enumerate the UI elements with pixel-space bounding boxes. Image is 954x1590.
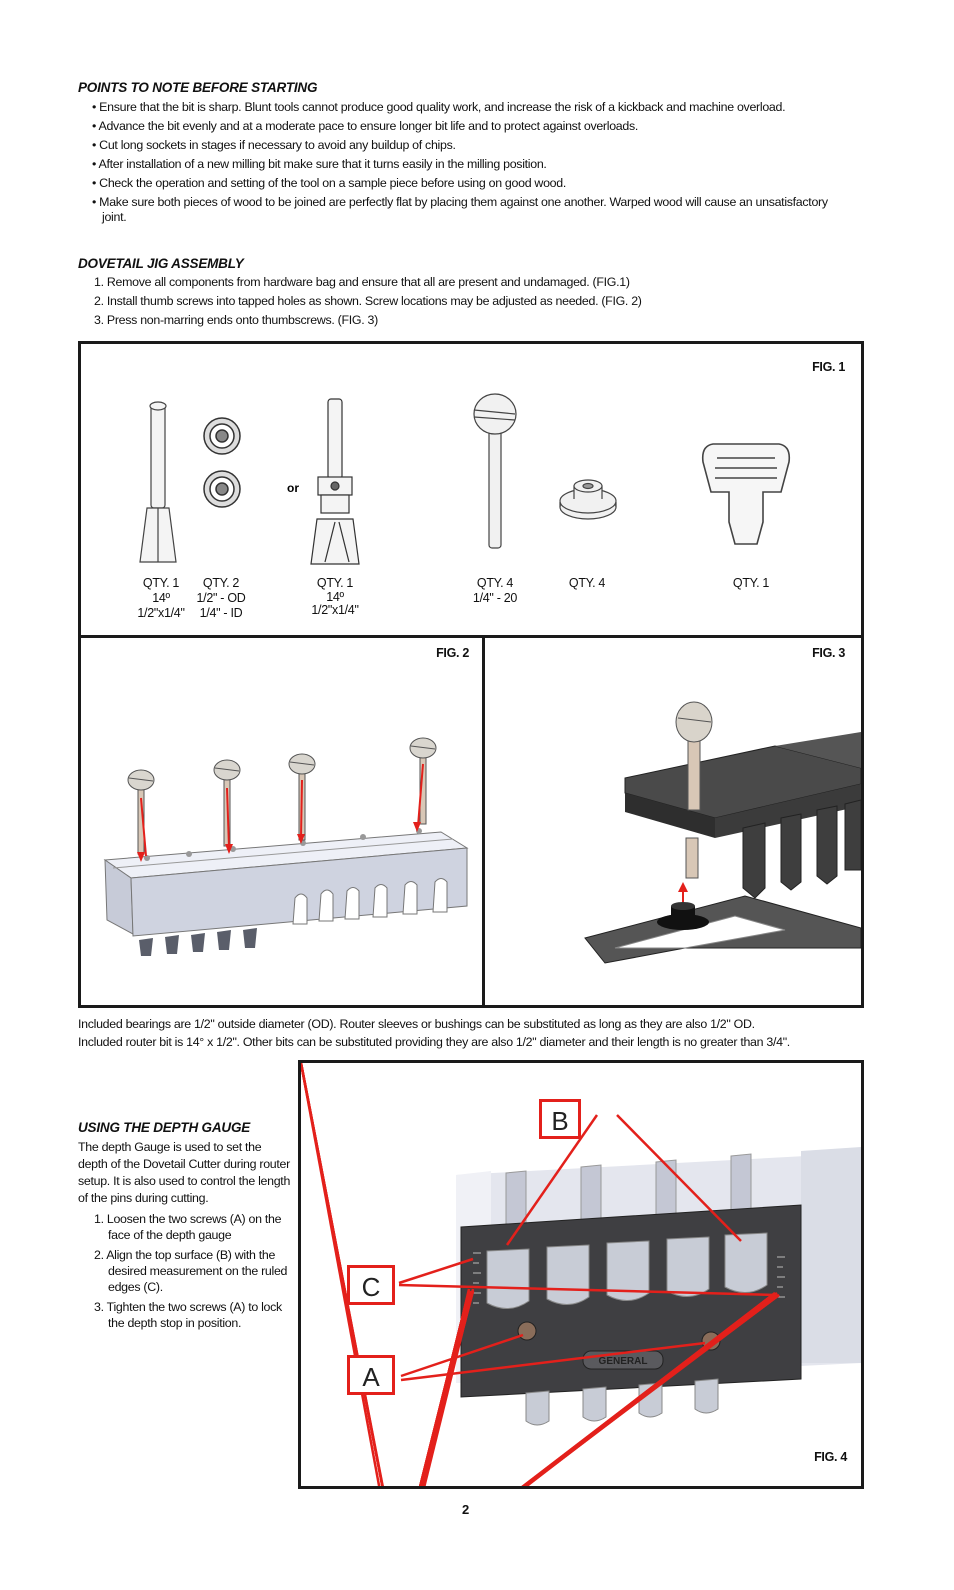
list-item: 3. Press non-marring ends onto thumbscre… (94, 313, 378, 327)
rubber-foot-icon (559, 479, 617, 520)
depth-gauge-heading: USING THE DEPTH GAUGE (78, 1120, 251, 1135)
callout-a: A (347, 1355, 395, 1395)
fig2-label: FIG. 2 (436, 646, 469, 660)
fig2-panel: FIG. 2 (78, 635, 488, 1008)
fig4-label: FIG. 4 (814, 1450, 847, 1464)
rubber-foot-icon (657, 902, 709, 930)
brand-text: GENERAL (599, 1356, 648, 1367)
qty-label: QTY. 4 (568, 576, 606, 590)
fig1-label: FIG. 1 (812, 360, 845, 374)
thumb-screw-icon (473, 393, 517, 549)
list-item: 3. Tighten the two screws (A) to lock th… (94, 1300, 282, 1330)
bearing-note: Included bearings are 1/2" outside diame… (78, 1017, 755, 1031)
bearing-bit-icon (310, 398, 360, 565)
fig4-illustration: GENERAL (301, 1063, 861, 1486)
fig3-illustration (584, 701, 861, 964)
assembly-heading: DOVETAIL JIG ASSEMBLY (78, 256, 244, 271)
depth-gauge-steps: 1. Loosen the two screws (A) on the face… (94, 1211, 289, 1335)
fig2-illustration (103, 737, 469, 956)
list-item: • Check the operation and setting of the… (92, 176, 566, 190)
list-item: 2. Align the top surface (B) with the de… (94, 1248, 288, 1294)
list-item: 1. Remove all components from hardware b… (94, 275, 630, 289)
list-item: • After installation of a new milling bi… (92, 157, 547, 171)
bit-note: Included router bit is 14° x 1/2". Other… (78, 1035, 790, 1049)
fig3-panel: FIG. 3 (482, 635, 864, 1008)
page-number: 2 (462, 1502, 470, 1517)
callout-c: C (347, 1265, 395, 1305)
depth-gauge-intro: The depth Gauge is used to set the depth… (78, 1140, 291, 1205)
callout-b: B (539, 1099, 581, 1139)
list-item: • Cut long sockets in stages if necessar… (92, 138, 456, 152)
c-leaders (421, 1290, 778, 1486)
list-item: • Make sure both pieces of wood to be jo… (92, 195, 828, 224)
thumb-screw-icon (127, 737, 437, 862)
list-item: • Ensure that the bit is sharp. Blunt to… (92, 100, 786, 114)
c-leaders-visible (398, 1257, 776, 1297)
bearing-icon (203, 417, 241, 508)
depth-gauge-icon (701, 443, 791, 545)
points-heading: POINTS TO NOTE BEFORE STARTING (78, 80, 318, 95)
list-item: • Advance the bit evenly and at a modera… (92, 119, 639, 133)
list-item: 1. Loosen the two screws (A) on the face… (94, 1212, 282, 1242)
thumb-screw-icon (675, 701, 713, 879)
list-item: 2. Install thumb screws into tapped hole… (94, 294, 642, 308)
dovetail-bit-icon (139, 401, 177, 563)
or-text: or (287, 481, 299, 495)
fig3-label: FIG. 3 (812, 646, 845, 660)
points-list: • Ensure that the bit is sharp. Blunt to… (92, 100, 852, 229)
assembly-steps: 1. Remove all components from hardware b… (94, 275, 854, 332)
fig1-panel: FIG. 1 or (78, 341, 864, 638)
fig1-illustration: or (139, 393, 791, 565)
fig4-panel: GENERAL (298, 1060, 864, 1489)
qty-label: QTY. 1 (732, 576, 770, 590)
